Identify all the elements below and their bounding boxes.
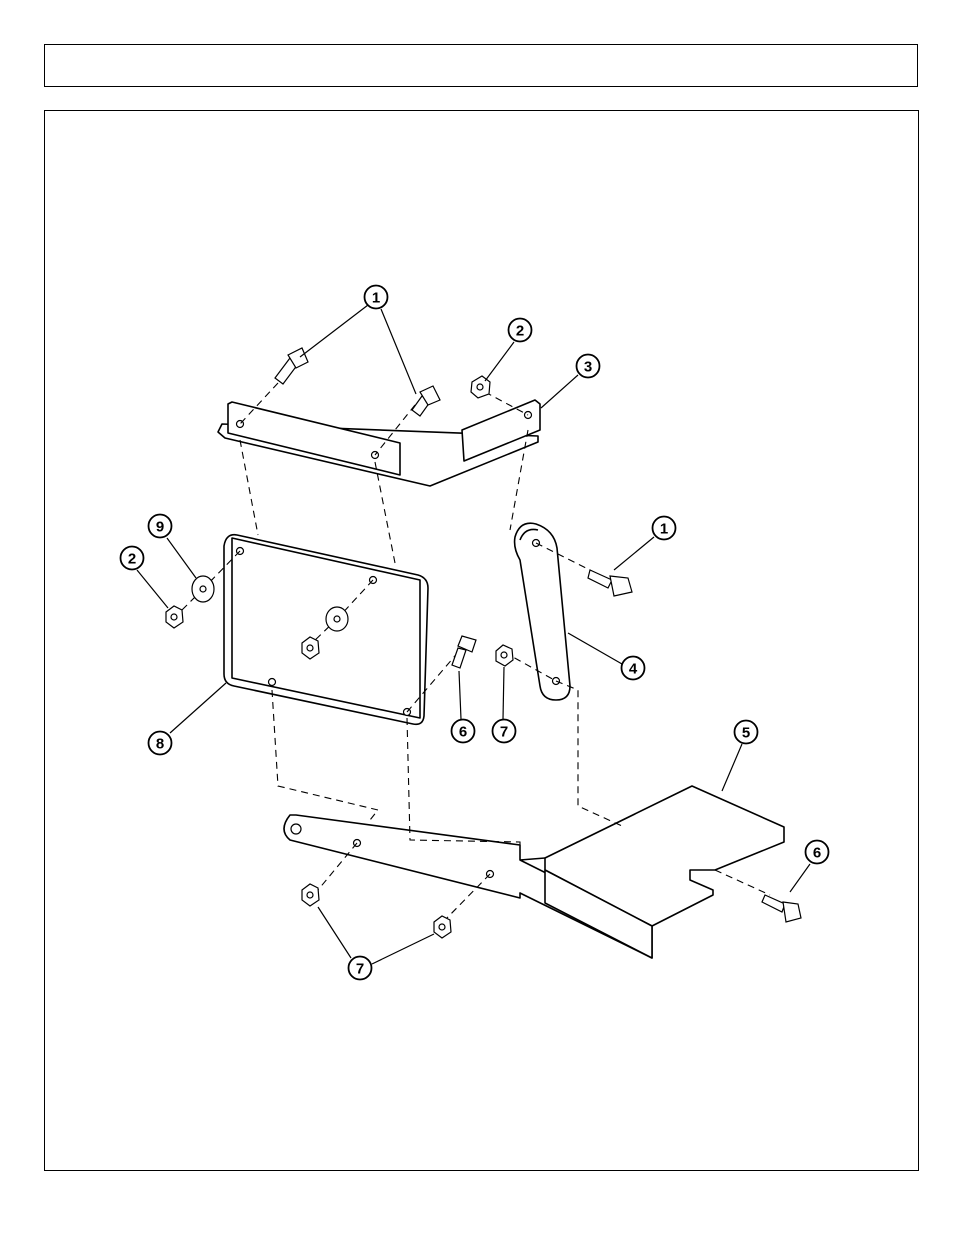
callout-1: 1	[365, 286, 388, 309]
callout-number: 4	[629, 661, 638, 678]
link-bracket-part-4	[515, 523, 570, 700]
callout-7: 7	[493, 720, 516, 743]
nut-icon	[302, 884, 319, 906]
lower-arm-part-5	[284, 786, 784, 958]
washer-icon	[192, 576, 214, 602]
bolt-icon	[275, 348, 308, 384]
callout-number: 6	[459, 724, 467, 741]
callout-1: 1	[653, 517, 676, 540]
callout-3: 3	[577, 355, 600, 378]
callout-number: 6	[813, 845, 821, 862]
callout-6: 6	[452, 720, 475, 743]
nut-icon	[166, 606, 183, 628]
callout-number: 1	[372, 290, 380, 307]
callout-6: 6	[806, 841, 829, 864]
callout-number: 8	[156, 736, 164, 753]
callout-9: 9	[149, 515, 172, 538]
callout-2: 2	[509, 319, 532, 342]
callout-2: 2	[121, 547, 144, 570]
callout-number: 2	[128, 551, 136, 568]
callout-number: 1	[660, 521, 668, 538]
bolt-icon	[412, 386, 440, 416]
callout-number: 5	[742, 725, 750, 742]
washer-icon	[326, 607, 348, 631]
callout-5: 5	[735, 721, 758, 744]
callout-8: 8	[149, 732, 172, 755]
callout-number: 7	[356, 961, 364, 978]
callout-number: 3	[584, 359, 592, 376]
top-bracket-part-3	[218, 400, 540, 486]
callout-4: 4	[622, 657, 645, 680]
callout-7: 7	[349, 957, 372, 980]
nut-icon	[471, 376, 490, 398]
bolt-icon	[452, 636, 476, 668]
bolt-icon	[588, 570, 632, 596]
callout-number: 2	[516, 323, 524, 340]
nut-icon	[434, 916, 451, 938]
callout-number: 9	[156, 519, 164, 536]
callout-number: 7	[500, 724, 508, 741]
bolt-icon	[762, 895, 801, 922]
nut-icon	[496, 645, 513, 666]
